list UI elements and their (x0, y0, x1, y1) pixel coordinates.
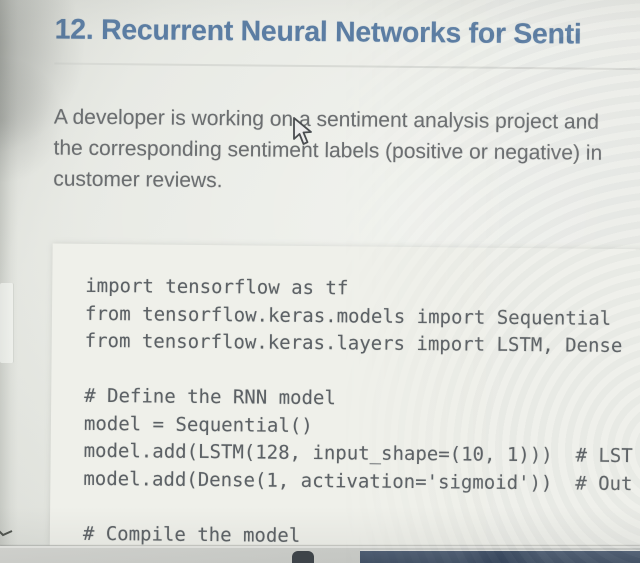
taskbar-icon[interactable] (292, 551, 314, 563)
mouse-cursor-icon (293, 117, 312, 145)
page-title: 12. Recurrent Neural Networks for Senti (54, 13, 582, 51)
taskbar[interactable] (360, 550, 640, 563)
paragraph-line: customer reviews. (53, 167, 223, 193)
intro-paragraph: A developer is working on a sentiment an… (53, 102, 603, 200)
photo-artifact-mark (0, 530, 13, 537)
scrollbar-thumb[interactable] (0, 283, 14, 363)
screen-bottom-bezel-line (0, 546, 640, 548)
heading-divider (54, 62, 640, 72)
left-screen-edge-shade (0, 0, 18, 563)
